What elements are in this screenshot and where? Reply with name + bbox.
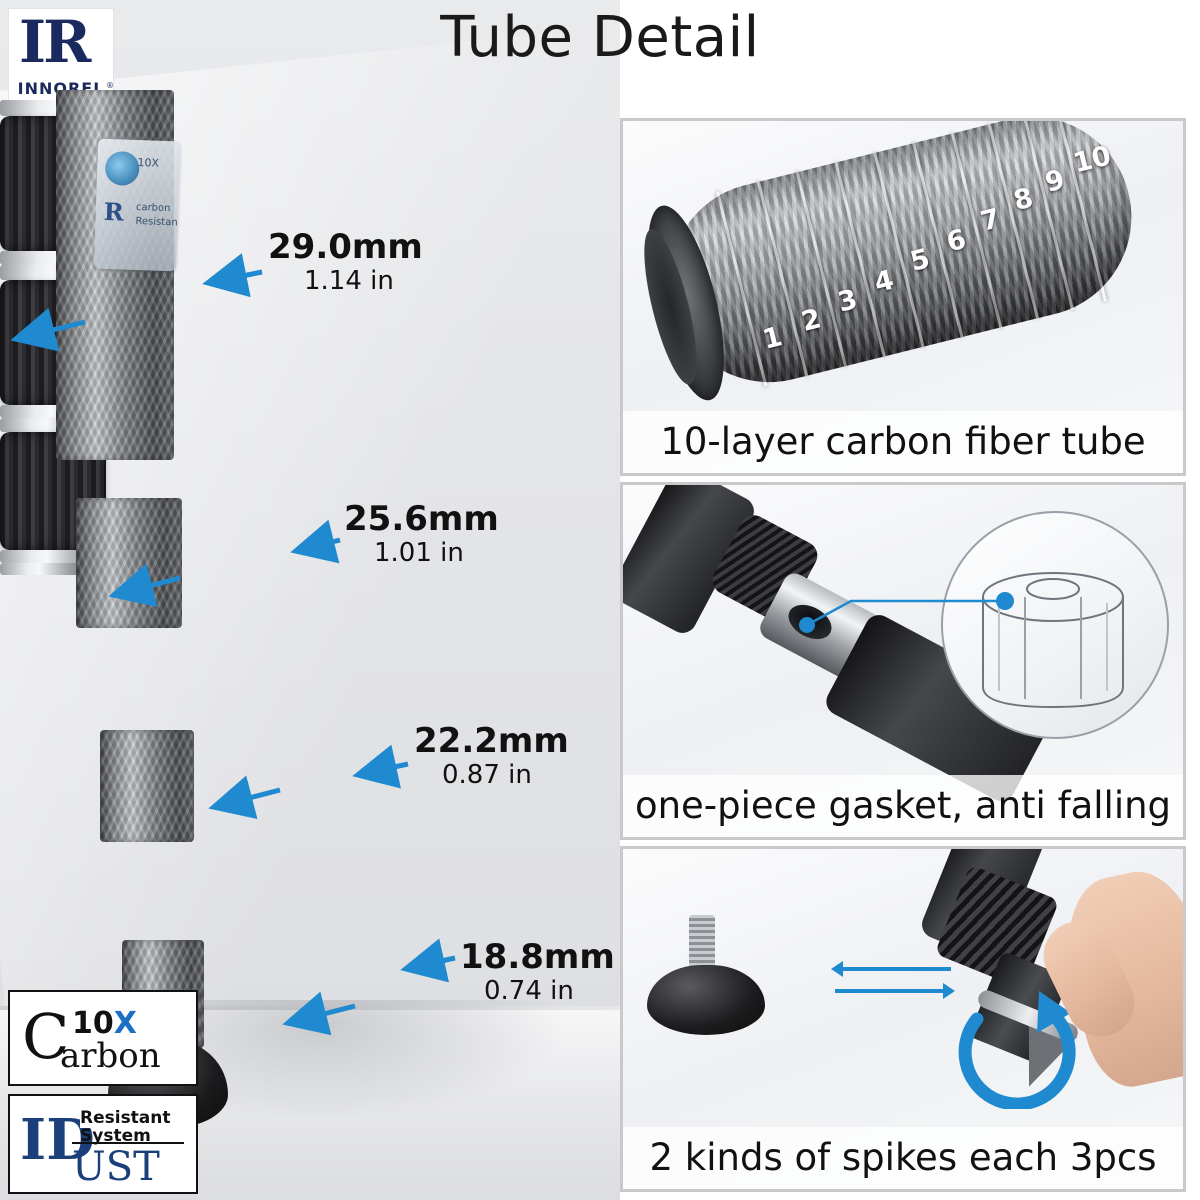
badge-dust-ust: UST: [72, 1144, 160, 1190]
badge-carbon-x: X: [113, 1006, 137, 1041]
dimension-mm: 18.8mm: [460, 937, 615, 977]
badge-carbon-ten: 10: [72, 1006, 114, 1041]
dimension-mm: 29.0mm: [268, 227, 423, 267]
dimension-inch: 1.01 in: [374, 538, 464, 568]
dimension-callout-1: 29.0mm 1.14 in: [268, 228, 423, 296]
dimension-mm: 25.6mm: [344, 499, 499, 539]
dimension-callout-3: 22.2mm 0.87 in: [414, 722, 569, 790]
panel-gasket: one-piece gasket, anti falling: [620, 482, 1186, 840]
dimension-inch: 0.74 in: [484, 976, 574, 1006]
badge-dust-divider: [72, 1142, 184, 1144]
rubber-foot-spike: [647, 965, 765, 1035]
dimension-mm: 22.2mm: [414, 721, 569, 761]
gasket-diagram-sketch: [982, 572, 1124, 709]
dimension-callout-2: 25.6mm 1.01 in: [344, 500, 499, 568]
brand-logo: IR INNOREL ®: [8, 8, 114, 106]
leg-section-3: [100, 730, 194, 842]
badge-carbon-c: C: [22, 1000, 70, 1073]
badge-dust-resistant: ID Resistant System UST: [8, 1094, 198, 1194]
gasket-diagram-circle: [941, 511, 1169, 739]
dimension-inch: 1.14 in: [304, 266, 394, 296]
leg-ring-4: [0, 563, 88, 575]
badge-carbon-arbon: arbon: [60, 1036, 161, 1076]
badge-dust-system-label: System: [80, 1126, 151, 1146]
panel3-caption: 2 kinds of spikes each 3pcs: [623, 1127, 1183, 1189]
gasket-leader-line: [799, 592, 1014, 633]
page-title: Tube Detail: [440, 5, 760, 70]
dimension-callout-4: 18.8mm 0.74 in: [460, 938, 615, 1006]
panel1-caption: 10-layer carbon fiber tube: [623, 411, 1183, 473]
badge-10x-carbon: C 10X arbon: [8, 990, 198, 1086]
swap-arrows-icon: [831, 961, 955, 999]
panel2-caption: one-piece gasket, anti falling: [623, 775, 1183, 837]
panel-spikes: 2 kinds of spikes each 3pcs: [620, 846, 1186, 1192]
dimension-arrows: [10, 253, 456, 1036]
dimension-inch: 0.87 in: [442, 760, 532, 790]
badge-dust-resistant-label: Resistant: [80, 1108, 171, 1128]
badge-carbon-10x: 10X: [72, 1006, 137, 1041]
spike-screw-thread: [689, 915, 715, 973]
rotate-arrow-icon: [958, 991, 1076, 1109]
brand-trademark: ®: [106, 81, 114, 90]
panel-carbon-layers: 1 2 3 4 5 6 7 8 9 10 10-layer carbon fib…: [620, 118, 1186, 476]
brand-mark: IR: [19, 8, 91, 76]
